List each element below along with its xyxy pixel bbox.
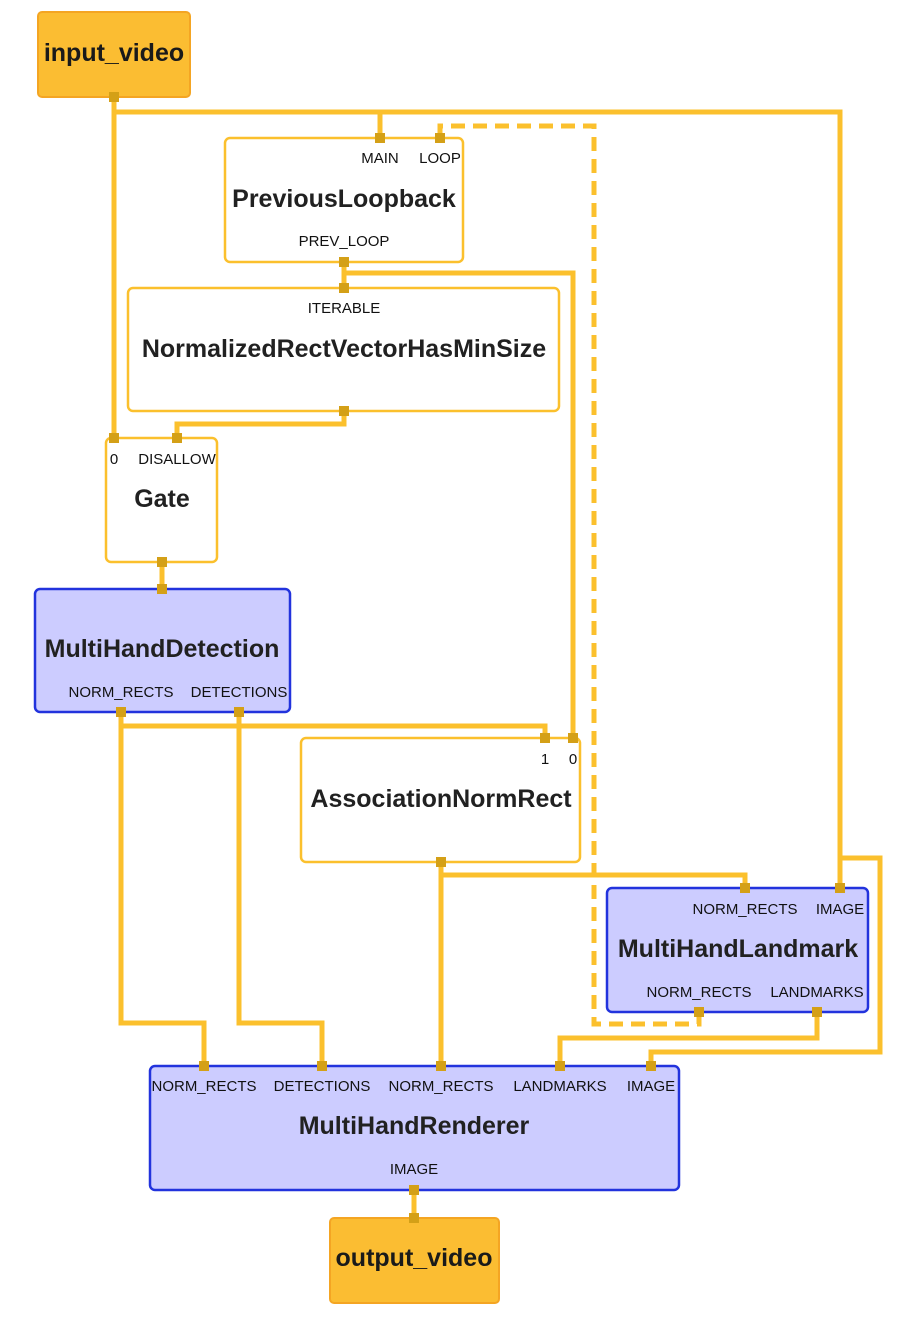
edge-detection-rects-to-renderer [118, 712, 207, 1066]
node-title: PreviousLoopback [232, 185, 456, 213]
port-label-1: 1 [541, 751, 549, 768]
port-label-image: IMAGE [816, 901, 864, 918]
port-label-norm-rects-out: NORM_RECTS [646, 984, 751, 1001]
port [555, 1061, 565, 1071]
port-label-image: IMAGE [627, 1078, 675, 1095]
node-multi-hand-landmark[interactable]: NORM_RECTS IMAGE MultiHandLandmark NORM_… [605, 886, 870, 1014]
port [234, 707, 244, 717]
port-label-iterable: ITERABLE [308, 300, 381, 317]
port-label-landmarks: LANDMARKS [770, 984, 863, 1001]
port-label-detections: DETECTIONS [191, 684, 288, 701]
port-label-main: MAIN [361, 150, 399, 167]
port [435, 133, 445, 143]
node-title: MultiHandLandmark [618, 935, 858, 963]
node-title: output_video [336, 1244, 493, 1272]
port-label-landmarks: LANDMARKS [513, 1078, 606, 1095]
port [436, 1061, 446, 1071]
node-title: NormalizedRectVectorHasMinSize [142, 335, 546, 363]
port [157, 557, 167, 567]
port-label-0: 0 [110, 451, 118, 468]
port-label-norm-rects: NORM_RECTS [151, 1078, 256, 1095]
port [409, 1185, 419, 1195]
node-title: MultiHandRenderer [299, 1112, 530, 1140]
port [109, 92, 119, 102]
port [157, 584, 167, 594]
port-label-image-out: IMAGE [390, 1161, 438, 1178]
node-title: AssociationNormRect [310, 785, 572, 813]
edge-detection-dets-to-renderer [236, 712, 325, 1066]
node-association-norm-rect[interactable]: 1 0 AssociationNormRect [299, 736, 582, 864]
node-title: Gate [134, 485, 190, 513]
port [317, 1061, 327, 1071]
port [694, 1007, 704, 1017]
port [199, 1061, 209, 1071]
port [339, 406, 349, 416]
port-label-loop: LOOP [419, 150, 461, 167]
port [436, 857, 446, 867]
port [740, 883, 750, 893]
port [835, 883, 845, 893]
edge-loop-back-dashed [437, 123, 702, 1027]
node-input-video[interactable]: input_video [37, 11, 191, 98]
edge-input-to-renderer-image [648, 855, 883, 1066]
port [172, 433, 182, 443]
node-has-min-size[interactable]: ITERABLE NormalizedRectVectorHasMinSize [126, 286, 561, 413]
node-output-video[interactable]: output_video [329, 1217, 500, 1304]
port [339, 257, 349, 267]
port-label-norm-rects: NORM_RECTS [68, 684, 173, 701]
node-multi-hand-detection[interactable]: MultiHandDetection NORM_RECTS DETECTIONS [33, 587, 292, 714]
node-title: MultiHandDetection [45, 635, 280, 663]
port-label-prev-loop: PREV_LOOP [299, 233, 390, 250]
port-label-disallow: DISALLOW [138, 451, 216, 468]
node-previous-loopback[interactable]: MAIN LOOP PreviousLoopback PREV_LOOP [223, 136, 465, 264]
node-multi-hand-renderer[interactable]: NORM_RECTS DETECTIONS NORM_RECTS LANDMAR… [148, 1064, 681, 1192]
port-label-norm-rects-2: NORM_RECTS [388, 1078, 493, 1095]
port [812, 1007, 822, 1017]
port [375, 133, 385, 143]
port-label-detections: DETECTIONS [274, 1078, 371, 1095]
port [339, 283, 349, 293]
node-title: input_video [44, 39, 184, 67]
edge-detection-rects-to-association [118, 712, 548, 738]
port-label-norm-rects: NORM_RECTS [692, 901, 797, 918]
ports [109, 92, 845, 1223]
edge-input-to-loopback-main [114, 109, 383, 138]
node-gate[interactable]: 0 DISALLOW Gate [104, 436, 219, 564]
edge-minsize-to-gate-disallow [174, 411, 347, 438]
port [109, 433, 119, 443]
edge-prevloop-to-association [344, 270, 576, 738]
port [568, 733, 578, 743]
port [646, 1061, 656, 1071]
port [116, 707, 126, 717]
edges [111, 97, 883, 1218]
edge-landmarks-to-renderer [557, 1012, 820, 1066]
port [409, 1213, 419, 1223]
port-label-0: 0 [569, 751, 577, 768]
port [540, 733, 550, 743]
edge-input-to-landmark-image [380, 109, 843, 888]
